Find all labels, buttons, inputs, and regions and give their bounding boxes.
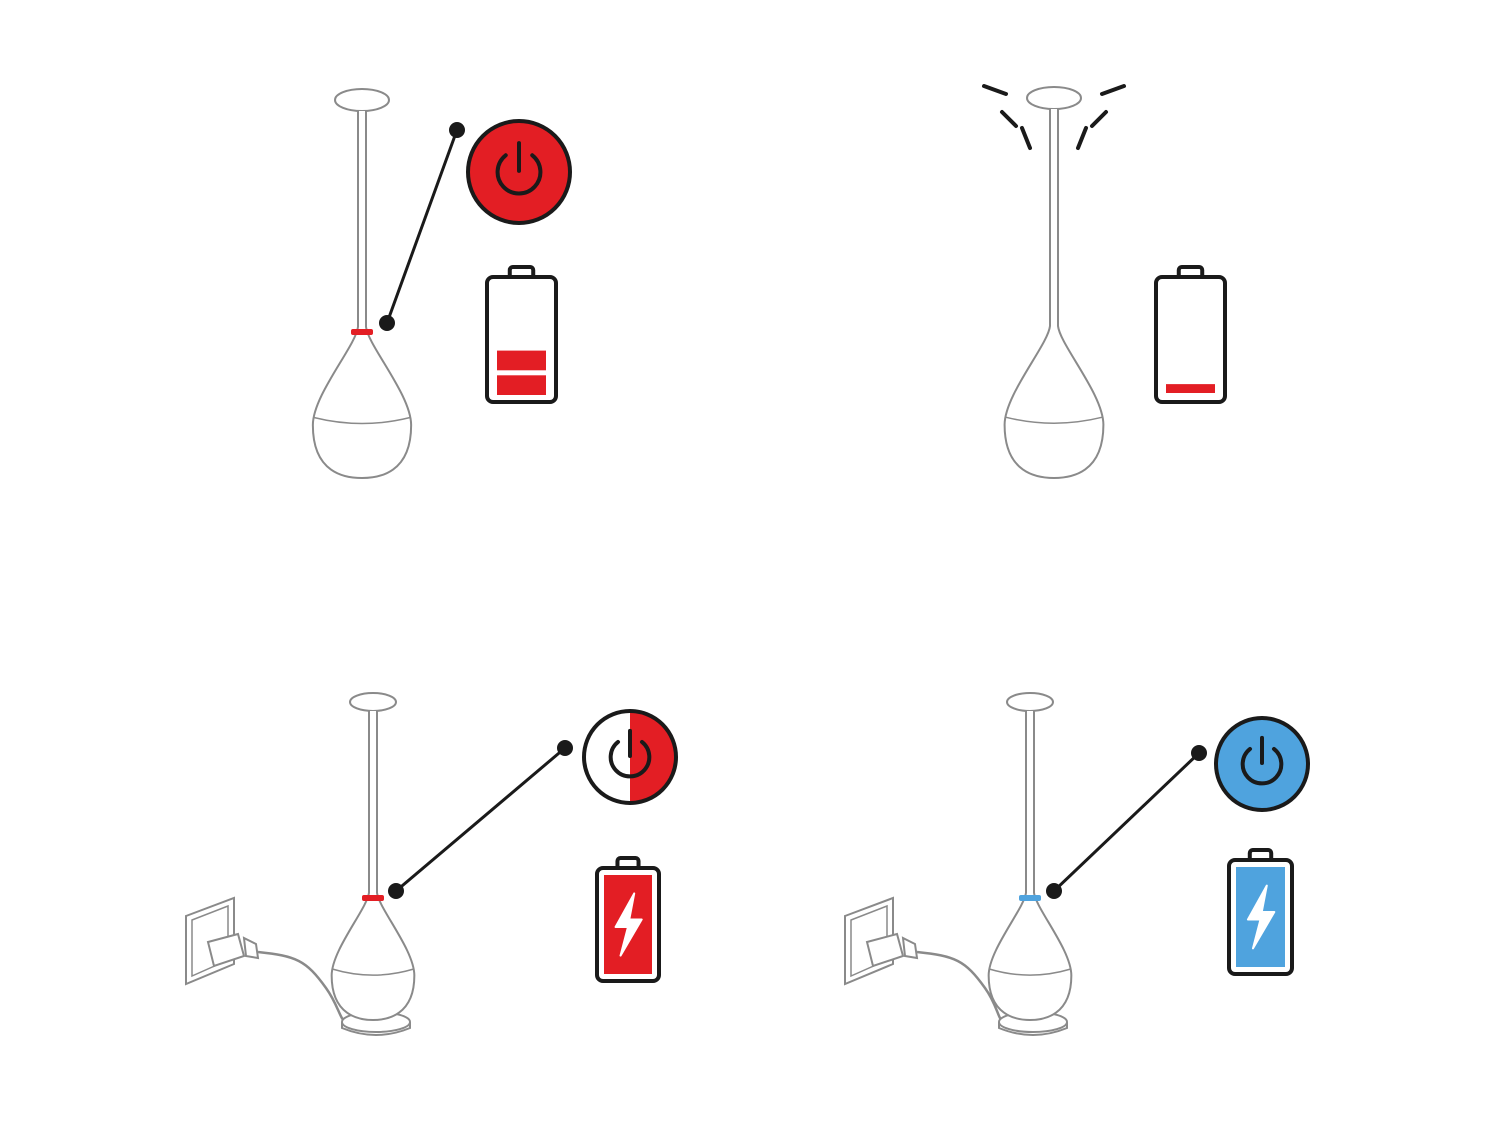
panel-battery-empty [982, 84, 1227, 480]
battery-level-bar [497, 350, 546, 371]
led-indicator-icon [1019, 895, 1041, 901]
lamp-icon [311, 88, 413, 480]
power-button-icon [466, 119, 572, 225]
power-button-icon [1214, 716, 1310, 812]
light-ray [1076, 126, 1088, 150]
battery-shell [485, 275, 558, 404]
plug-body [206, 932, 246, 968]
battery-charging-icon [595, 856, 661, 983]
lightning-bolt-icon [614, 892, 643, 957]
panel-low-battery [311, 88, 572, 480]
leader-line [1052, 751, 1201, 893]
lamp-icon [330, 692, 416, 1022]
lamp-icon [1003, 86, 1105, 480]
diffuser-line [1005, 416, 1103, 424]
lightning-bolt-icon [1246, 884, 1276, 950]
button-rim [582, 709, 678, 805]
ceiling-cap [1006, 692, 1054, 712]
button-half-fill [630, 711, 676, 803]
battery-shell [1154, 275, 1227, 404]
ceiling-cap [1026, 86, 1082, 110]
light-rays-icon [982, 84, 1126, 150]
leader-line [395, 746, 566, 893]
leader-dot [449, 122, 465, 138]
power-symbol-arc [1240, 746, 1284, 786]
light-ray [1090, 110, 1108, 128]
diffuser-line [989, 968, 1071, 976]
ceiling-cap [334, 88, 390, 112]
leader-dot [1191, 745, 1207, 761]
button-rim [1214, 716, 1310, 812]
panel-charging [185, 692, 678, 1036]
button-rim [466, 119, 572, 225]
light-ray [1100, 84, 1126, 96]
base-side [998, 1022, 1068, 1036]
lamp-icon [987, 692, 1073, 1022]
battery-charging-icon [1227, 848, 1294, 976]
callout-leader [388, 740, 573, 899]
leader-dot [388, 883, 404, 899]
light-ray [982, 84, 1008, 96]
lamp-body [1003, 109, 1105, 480]
battery-icon [485, 265, 558, 404]
power-symbol-arc [608, 739, 652, 779]
base-side [341, 1022, 411, 1036]
leader-dot [1046, 883, 1062, 899]
leader-dot [379, 315, 395, 331]
power-symbol-arc [495, 153, 543, 196]
plug-body [865, 932, 905, 968]
light-ray [1000, 110, 1018, 128]
callout-leader [1046, 745, 1207, 899]
leader-dot [557, 740, 573, 756]
power-button-icon [582, 709, 678, 805]
panel-fully-charged [844, 692, 1310, 1036]
plug-strain-relief [242, 936, 260, 960]
callout-leader [379, 122, 465, 331]
lamp-body [987, 711, 1073, 1022]
leader-line [385, 129, 459, 324]
plug-strain-relief [901, 936, 919, 960]
led-indicator-icon [362, 895, 384, 901]
battery-level-bar [1166, 384, 1215, 393]
lamp-body [311, 111, 413, 480]
diffuser-line [332, 968, 414, 976]
battery-level-bar [497, 375, 546, 395]
led-indicator-icon [351, 329, 373, 335]
ceiling-cap [349, 692, 397, 712]
battery-icon [1154, 265, 1227, 404]
diffuser-line [313, 416, 411, 425]
lamp-body [330, 711, 416, 1022]
light-ray [1020, 126, 1032, 150]
